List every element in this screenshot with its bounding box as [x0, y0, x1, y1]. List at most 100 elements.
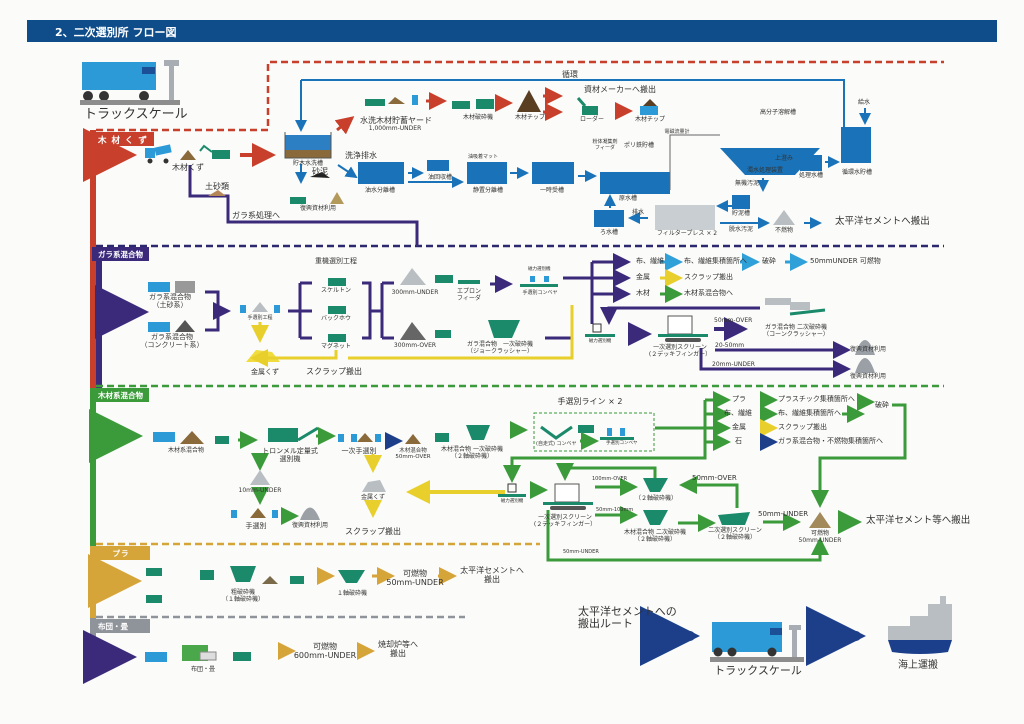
- label: 木材系混合物へ: [684, 289, 733, 297]
- label: 可燃物 50mm-UNDER: [798, 530, 842, 544]
- label: （２軸破砕機）: [634, 495, 678, 502]
- label: エプロン フィーダ: [456, 288, 482, 302]
- label: 布、繊維集積箇所へ: [684, 257, 747, 265]
- label: 一次選別スクリーン (２デッキフィンガー）: [533, 514, 597, 528]
- trommel: [268, 426, 319, 442]
- primary-screen: [658, 315, 708, 342]
- wood-pile-icon: [180, 150, 196, 160]
- label: 50mm-OVER: [692, 474, 737, 482]
- label: 高分子溶解槽: [759, 109, 797, 116]
- label: 電磁流量計: [664, 129, 690, 135]
- label: １軸破砕機: [336, 590, 368, 597]
- label: 油吸着マット: [468, 154, 499, 160]
- label: 二次選別スクリーン （２軸破砕機）: [708, 527, 762, 541]
- label: 処理水槽: [798, 172, 824, 179]
- label: スケルトン: [320, 287, 352, 294]
- label: 土砂類: [205, 182, 229, 191]
- label: 循環: [562, 70, 578, 79]
- label: 油回収槽: [427, 174, 453, 181]
- label: スクラップ搬出: [778, 423, 827, 431]
- label: ガラ混合物 二次破砕機 （コーンクラッシャー）: [763, 324, 829, 338]
- truck-scale-icon: [80, 60, 180, 105]
- wood-primary-screen: [543, 483, 593, 510]
- label: 可燃物 50mm-UNDER: [386, 569, 444, 587]
- label: 石: [735, 437, 742, 445]
- label: 粗破砕機 （１軸破砕機）: [221, 589, 265, 603]
- label: 貯泥槽: [731, 210, 751, 217]
- label: 太平洋セメントへ搬出: [835, 216, 930, 227]
- label: ろ水槽: [599, 229, 619, 236]
- label: 布団・畳: [190, 666, 216, 673]
- tab-wood: 木 材 く ず: [92, 132, 154, 146]
- label: 焼却炉等へ 搬出: [378, 640, 418, 658]
- label: 20-50mm: [715, 342, 745, 349]
- tab-futon: 布団・畳: [92, 619, 150, 633]
- label: 一次手選別: [341, 447, 377, 455]
- label: 給水: [857, 99, 871, 106]
- label: 手選別コンベヤ: [606, 441, 638, 446]
- label: ガラ混合物 一次破砕機 （ジョークラッシャー）: [466, 341, 534, 355]
- label: 300mm-UNDER: [391, 289, 439, 296]
- label: 復興資材利用: [291, 522, 329, 529]
- label: 破砕: [762, 257, 776, 265]
- incombustible-pile-icon: [773, 210, 795, 225]
- label: 木材混合物 50mm-OVER: [395, 448, 431, 461]
- label: 貯木水洗槽: [292, 160, 324, 167]
- label: 20mm-UNDER: [712, 361, 755, 368]
- label: 静置分離槽: [472, 187, 504, 194]
- excavator-icon: [199, 144, 230, 159]
- route-truck-scale-label: トラックスケール: [714, 664, 802, 677]
- label: スクラップ搬出: [306, 367, 362, 376]
- label: 木材混合物 二次破砕機 （２軸破砕機）: [624, 529, 686, 543]
- route-truck-scale-icon: [710, 622, 804, 662]
- page-title: 2、二次選別所 フロー図: [55, 26, 177, 39]
- ship-icon: [888, 596, 952, 654]
- label: 100mm-OVER: [592, 476, 628, 482]
- label: 循環水貯槽: [841, 169, 873, 176]
- label: 復興資材利用: [850, 373, 887, 380]
- label: 50mm-UNDER: [563, 549, 599, 555]
- label: 可燃物 600mm-UNDER: [293, 642, 357, 660]
- label: 無機汚泥: [735, 180, 760, 187]
- dump-truck-icon: [145, 144, 172, 164]
- label: 洗浄排水: [345, 151, 377, 160]
- tab-plastic: プラ: [92, 546, 150, 560]
- label: 原水槽: [618, 195, 638, 202]
- wood-yard-icons: [365, 95, 418, 106]
- label: 布、繊維集積箇所へ: [778, 409, 841, 417]
- label: 不燃物: [774, 227, 794, 234]
- label: 木材混合物 一次破砕機 （２軸破砕機）: [441, 446, 503, 460]
- wood-chip-pile-icon: [517, 90, 541, 112]
- label: スクラップ搬出: [345, 527, 401, 536]
- label: ガラ系混合物・不燃物集積箇所へ: [778, 437, 883, 445]
- label: 復興資材利用: [850, 346, 887, 353]
- label: 50mm-UNDER: [758, 510, 809, 518]
- tab-rubble: ガラ系混合物: [92, 247, 149, 261]
- label: 金属くず: [360, 494, 386, 501]
- label: 木材: [636, 289, 650, 297]
- cone-crusher: [765, 298, 826, 316]
- label: プラスチック集積箇所へ: [778, 395, 855, 403]
- label: 300mm-OVER: [393, 342, 437, 349]
- sea-transport-label: 海上運搬: [898, 660, 938, 671]
- label: 磁力選別機: [588, 339, 612, 344]
- route-title: 太平洋セメントへの 搬出ルート: [578, 605, 677, 631]
- label: 手選別コンベヤ: [522, 290, 558, 296]
- label: 太平洋セメントへ 搬出: [460, 566, 524, 584]
- label: 50mm-OVER: [714, 317, 753, 324]
- label: 一時受槽: [539, 187, 565, 194]
- label: 布、繊維: [724, 409, 752, 417]
- tab-wood-mix: 木材系混合物: [92, 388, 149, 402]
- label: 砂泥: [312, 167, 328, 176]
- label: 木材系混合物: [167, 447, 205, 454]
- label: 木材チップ: [514, 114, 546, 121]
- label: マグネット: [320, 343, 352, 350]
- truck-scale-label: トラックスケール: [84, 107, 188, 122]
- label: ガラ系混合物 （土砂系）: [149, 293, 191, 309]
- label: ローダー: [579, 116, 605, 123]
- label: 資材メーカーへ搬出: [584, 85, 656, 94]
- label: 重機選別工程: [315, 257, 357, 265]
- label: 破砕: [875, 401, 889, 409]
- loader-icon: [576, 97, 598, 115]
- label: 一次選別スクリーン (２デッキフィンガー）: [648, 344, 712, 358]
